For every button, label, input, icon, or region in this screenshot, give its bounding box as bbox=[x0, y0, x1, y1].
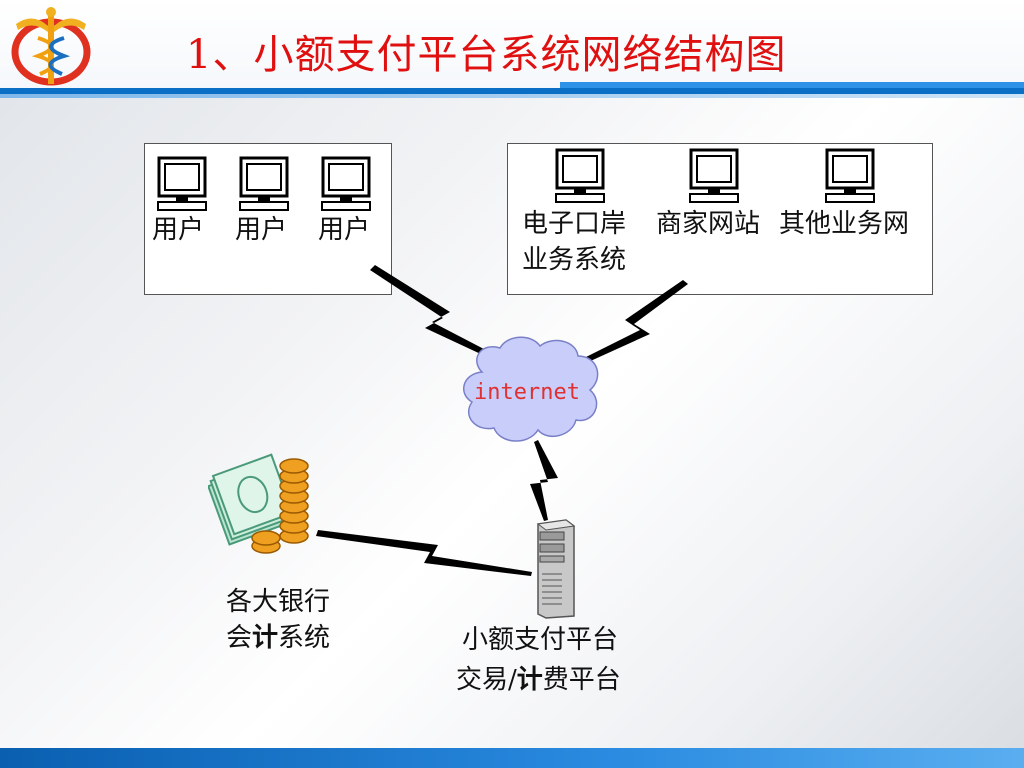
header-stripe-light bbox=[0, 94, 1024, 98]
computer-icon bbox=[555, 148, 605, 203]
link-users-internet bbox=[370, 265, 505, 363]
computer-icon bbox=[825, 148, 875, 203]
money-coins-icon bbox=[208, 453, 309, 554]
link-business-internet bbox=[570, 280, 688, 368]
header-band bbox=[0, 0, 1024, 96]
header-stripe-upper bbox=[560, 82, 1024, 88]
internet-label: internet bbox=[474, 380, 580, 405]
computer-icon bbox=[239, 156, 289, 211]
business-system-label-line2: 业务系统 bbox=[522, 245, 627, 275]
business-system-label: 商家网站 bbox=[656, 209, 761, 239]
link-banks-platform bbox=[316, 530, 532, 576]
user-label: 用户 bbox=[318, 215, 371, 245]
footer-band bbox=[0, 748, 1024, 768]
user-label: 用户 bbox=[235, 215, 288, 245]
platform-label-line2: 交易/计费平台 bbox=[456, 665, 621, 695]
business-system-label: 其他业务网 bbox=[779, 209, 910, 239]
banks-label: 各大银行 bbox=[226, 587, 331, 617]
internet-cloud-icon bbox=[462, 336, 599, 442]
link-internet-platform bbox=[530, 440, 558, 521]
header-stripe bbox=[0, 88, 1024, 94]
computer-icon bbox=[157, 156, 207, 211]
platform-label: 小额支付平台 bbox=[462, 625, 619, 655]
computer-icon bbox=[689, 148, 739, 203]
server-icon bbox=[536, 519, 576, 619]
computer-icon bbox=[321, 156, 371, 211]
page-title: 1、小额支付平台系统网络结构图 bbox=[186, 32, 787, 78]
user-label: 用户 bbox=[152, 215, 205, 245]
business-system-label: 电子口岸 bbox=[522, 209, 627, 239]
caduceus-logo-icon bbox=[11, 7, 91, 86]
banks-label-line2: 会计系统 bbox=[226, 623, 331, 653]
